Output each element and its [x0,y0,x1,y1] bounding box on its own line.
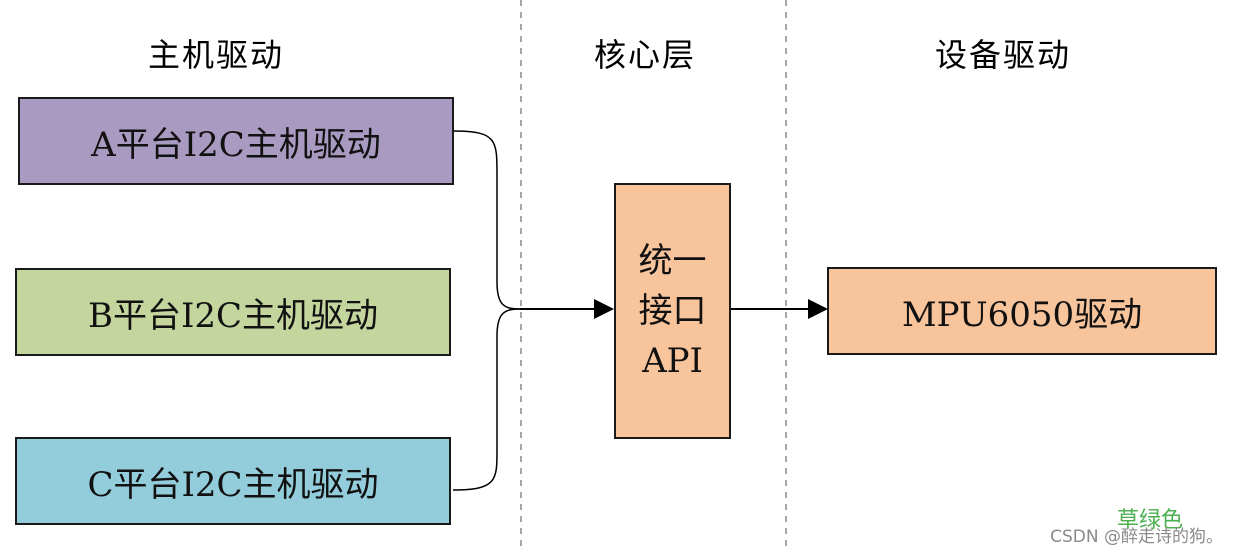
host-driver-b-label: B平台I2C主机驱动 [87,295,379,336]
arrow-device-head [808,299,828,319]
column-title-core: 核心层 [594,36,697,74]
connector-a [452,130,521,310]
host-driver-a: A平台I2C主机驱动 [18,97,454,185]
watermark-gray: CSDN @醉走诗的狗。 [1050,527,1223,547]
host-driver-b: B平台I2C主机驱动 [15,268,451,356]
host-driver-a-label: A平台I2C主机驱动 [91,124,381,165]
column-title-device: 设备驱动 [935,36,1072,74]
core-api-box: 统一 接口 API [614,183,731,439]
device-driver-label: MPU6050驱动 [901,294,1143,335]
core-line-1: 统一 [638,241,707,281]
column-title-host: 主机驱动 [148,36,285,74]
arrow-core-head [594,299,614,319]
device-driver-box: MPU6050驱动 [827,267,1217,355]
core-line-2: 接口 [638,291,707,331]
core-line-3: API [642,341,703,381]
connector-c [452,308,521,491]
host-driver-c-label: C平台I2C主机驱动 [87,464,379,505]
host-driver-c: C平台I2C主机驱动 [15,437,451,525]
watermark-green: 草绿色 [1116,508,1183,533]
